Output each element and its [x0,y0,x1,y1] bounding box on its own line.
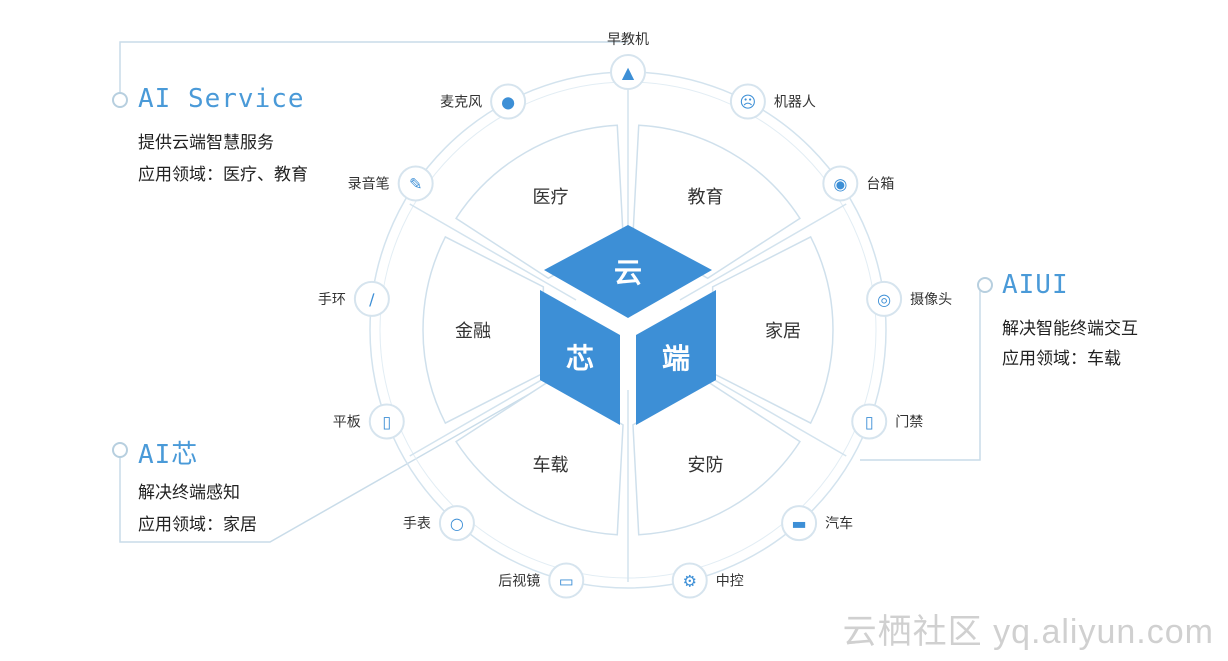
spoke-line [679,203,847,301]
device-icon-bg [368,403,405,440]
device-icon-bg [729,83,766,120]
sector-petal [632,124,801,280]
sector-petal [422,235,545,425]
ai-service-title: AI Service [138,84,305,114]
sector-label: 金融 [455,321,491,342]
car-icon: ▬ [792,514,807,533]
device-item: ▯ 平板 [333,403,405,440]
device-item: ☹ 机器人 [729,83,816,120]
device-icon-bg [671,562,708,599]
ai-chip-title: AI芯 [138,440,199,470]
core-label-top: 云 [614,256,642,289]
sector-petal [455,380,624,536]
wristband-icon: ∕ [369,290,375,309]
sector-petal [455,124,624,280]
sector-petal [711,235,834,425]
ai-service-node [112,92,128,108]
ai-chip-desc: 解决终端感知 [138,483,240,503]
device-item: ▯ 门禁 [851,403,923,440]
device-icon-bg [353,280,390,317]
device-label: 后视镜 [498,574,540,590]
rocket-icon: ▲ [622,63,635,82]
device-icon-bg [610,54,646,90]
cube-right-face [636,290,716,425]
sector-petal [632,380,801,536]
ai-service-connector [119,41,628,98]
device-label: 门禁 [895,414,923,430]
device-ring: ▲ 早教机 ☹ 机器人 ◉ 台箱 ◎ 摄像头 ▯ 门禁 ▬ 汽车 ⚙ 中控 ▭ 后视镜 ○ 手表 ▯ 平板 ∕ 手环 ✎ 录音… [318,32,952,599]
device-label: 手表 [403,516,431,532]
device-label: 平板 [333,414,361,430]
rearview-mirror-icon: ▭ [559,572,574,591]
device-icon-bg [822,165,859,202]
device-icon-bg [851,403,888,440]
sector-label: 安防 [688,455,724,476]
device-icon-bg [866,280,903,317]
core-label-right: 端 [662,342,690,375]
device-label: 录音笔 [348,175,390,192]
device-icon-bg [397,165,434,202]
speaker-icon: ◉ [833,174,847,193]
device-item: ▬ 汽车 [781,505,853,542]
device-item: ⚙ 中控 [671,562,744,599]
cube-top-face [544,225,712,318]
ai-chip-connector [119,387,541,543]
device-label: 麦克风 [440,95,482,111]
device-item: ○ 手表 [403,505,475,542]
device-item: ▲ 早教机 [607,32,649,90]
door-icon: ▯ [865,412,874,431]
device-label: 机器人 [774,95,816,111]
sector-label: 家居 [765,321,801,342]
core-label-left: 芯 [566,342,594,375]
sector-label: 车载 [533,455,569,476]
ai-chip-node [112,442,128,458]
device-label: 汽车 [825,515,853,532]
device-label: 早教机 [607,32,649,48]
device-item: ● 麦克风 [440,83,527,120]
device-item: ◎ 摄像头 [866,280,952,317]
sector-label: 教育 [688,187,724,208]
device-icon-bg [781,505,818,542]
aiui-connector [860,290,981,461]
aiui-node [977,277,993,293]
aiui-domain: 应用领域：车载 [1002,349,1121,369]
cube-left-face [540,290,620,425]
device-icon-bg [438,505,475,542]
ai-service-desc: 提供云端智慧服务 [138,133,274,153]
device-icon-bg [490,83,527,120]
device-item: ◉ 台箱 [822,165,894,202]
device-label: 手环 [318,292,346,308]
watermark: 云栖社区 yq.aliyun.com [842,613,1214,651]
spoke-line [409,203,577,301]
microphone-icon: ● [501,93,515,112]
device-item: ✎ 录音笔 [348,165,434,202]
camera-icon: ◎ [877,290,891,309]
ai-service-domain: 应用领域：医疗、教育 [138,165,308,185]
aiui-title: AIUI [1002,270,1069,300]
device-item: ∕ 手环 [318,280,390,317]
device-icon-bg [548,562,585,599]
sector-label: 医疗 [533,187,569,208]
device-item: ▭ 后视镜 [498,562,585,599]
watch-icon: ○ [450,514,464,533]
core-cube: 云 芯 端 [540,225,716,425]
device-label: 中控 [716,574,744,590]
aiui-desc: 解决智能终端交互 [1002,319,1138,339]
robot-icon: ☹ [740,93,757,112]
device-label: 摄像头 [910,292,952,308]
device-label: 台箱 [866,176,894,192]
tablet-icon: ▯ [382,412,391,431]
gear-icon: ⚙ [683,572,697,591]
ai-chip-domain: 应用领域：家居 [138,515,257,535]
pen-icon: ✎ [409,174,422,193]
